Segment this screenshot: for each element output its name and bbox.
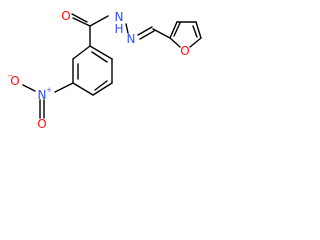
furan-inner-double-bond bbox=[173, 22, 181, 37]
furan-oxygen-label: O bbox=[180, 44, 189, 58]
nitro-nitrogen-label: N bbox=[38, 88, 47, 102]
nitro-nitrogen-charge: + bbox=[46, 86, 52, 94]
ring-to-nitro-bond bbox=[54, 82, 74, 93]
furan-bond bbox=[195, 21, 202, 39]
nitro-oxygen-minus-label: O bbox=[10, 74, 19, 88]
nh-to-n-bond bbox=[125, 23, 129, 34]
imine-double-bond bbox=[137, 26, 153, 36]
carbonyl-oxygen-label: O bbox=[61, 9, 70, 23]
furan-inner-double-bond bbox=[192, 25, 198, 38]
furan-bond bbox=[169, 37, 181, 48]
ring-inner-double-bond bbox=[94, 80, 108, 91]
ring-inner-double-bond bbox=[91, 51, 108, 63]
ring-bond bbox=[72, 82, 94, 96]
carbonyl-double-bond-second bbox=[71, 13, 88, 23]
furan-bond bbox=[169, 21, 178, 39]
hydrazide-hydrogen-label: H bbox=[114, 22, 123, 36]
ring-bond bbox=[89, 45, 113, 60]
furan-ring bbox=[169, 21, 202, 48]
carbonyl-to-nh-bond bbox=[89, 15, 109, 27]
benzene-ring bbox=[72, 45, 113, 96]
ring-bond bbox=[72, 45, 91, 60]
furan-bond bbox=[189, 37, 202, 48]
imine-double-bond-second bbox=[139, 30, 155, 40]
nitro-oxygen-minus-charge: − bbox=[7, 72, 13, 80]
hydrazide-nitrogen-label: N bbox=[115, 10, 124, 24]
ch-to-furan-bond bbox=[152, 28, 171, 39]
molecule-diagram: O N H N O N + O O − bbox=[0, 0, 229, 148]
ring-bond bbox=[92, 82, 113, 96]
structure-svg: O N H N O N + O O − bbox=[7, 9, 202, 131]
nitro-single-bond bbox=[22, 84, 36, 92]
carbonyl-double-bond bbox=[72, 17, 91, 27]
nitro-oxygen-double-label: O bbox=[37, 117, 46, 131]
imine-nitrogen-label: N bbox=[127, 32, 136, 46]
